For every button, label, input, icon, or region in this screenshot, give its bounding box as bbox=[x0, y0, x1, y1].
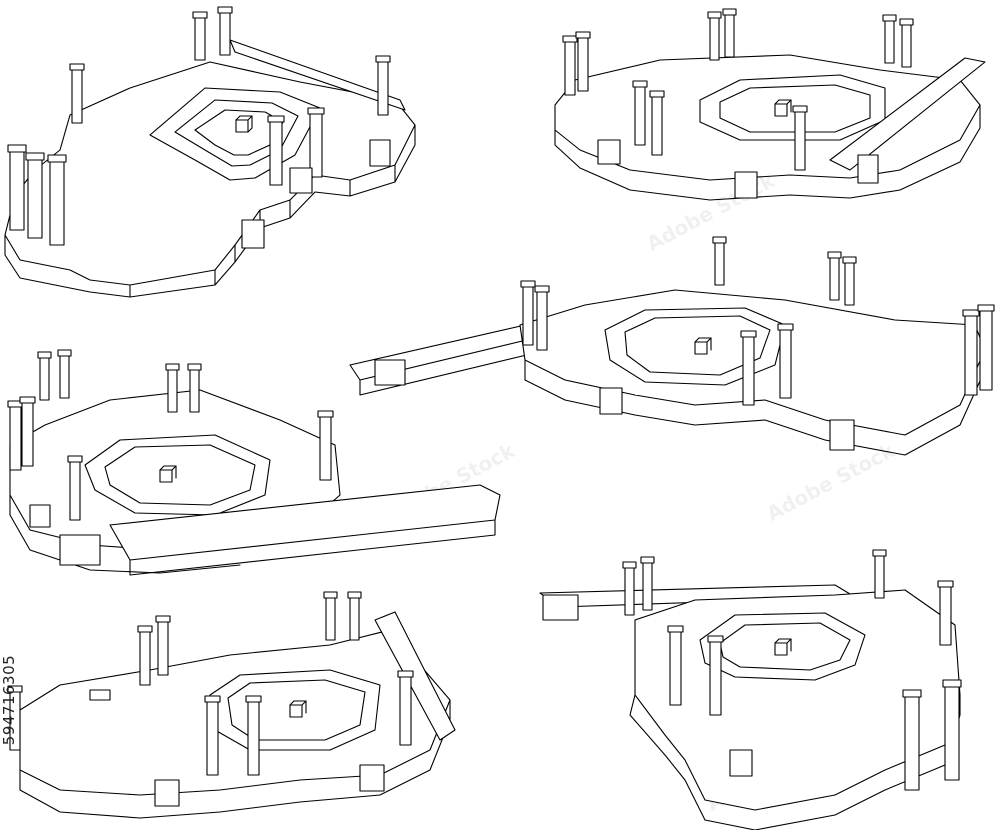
view-6 bbox=[535, 545, 1000, 830]
stock-id-text: 594716305 bbox=[0, 654, 18, 746]
view-2 bbox=[540, 0, 1000, 220]
view-4 bbox=[0, 345, 510, 585]
view-1 bbox=[0, 0, 430, 300]
view-5 bbox=[0, 590, 470, 830]
view-3 bbox=[345, 230, 1000, 480]
minaret-group bbox=[7, 6, 391, 246]
stock-id-label: 594716305 bbox=[0, 590, 20, 810]
